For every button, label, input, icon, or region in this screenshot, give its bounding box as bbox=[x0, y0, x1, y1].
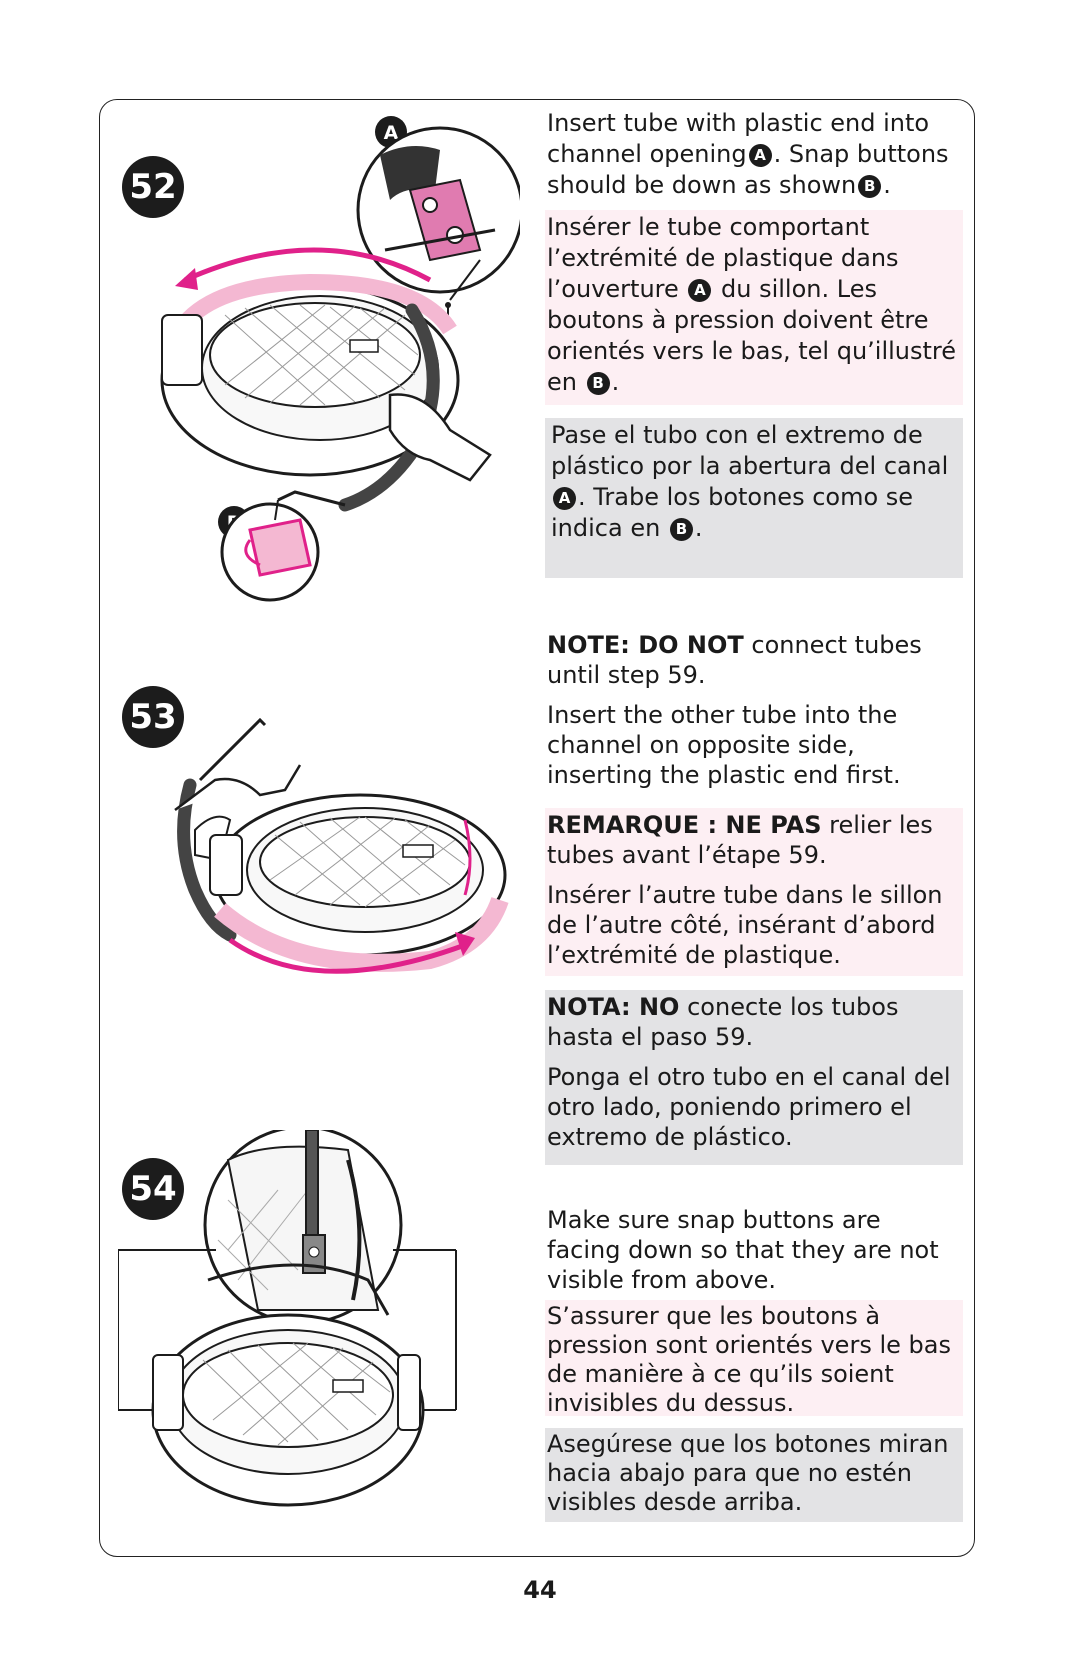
step-52-spanish: Pase el tubo con el extremo de plástico … bbox=[545, 418, 963, 578]
step-52-es-text-1: Pase el tubo con el extremo de plástico … bbox=[551, 421, 949, 480]
step-54-french: S’assurer que les boutons à pression son… bbox=[545, 1300, 963, 1417]
step-52-english: Insert tube with plastic end into channe… bbox=[545, 106, 963, 203]
callout-b-badge: B bbox=[858, 175, 882, 198]
step-53-es-note: NOTA: NO conecte los tubos hasta el paso… bbox=[547, 993, 899, 1051]
step-54-es-body: Asegúrese que los botones miran hacia ab… bbox=[547, 1430, 949, 1516]
step-52-french: Insérer le tube comportant l’extrémité d… bbox=[545, 210, 963, 405]
step-54-fr-body: S’assurer que les boutons à pression son… bbox=[547, 1302, 951, 1417]
callout-a-badge: A bbox=[748, 144, 772, 167]
step-52-es-text-3: . bbox=[694, 514, 703, 542]
step-53-number: 53 bbox=[122, 686, 184, 748]
step-52-illustration: A B bbox=[160, 116, 520, 602]
step-52-en-text-1: Insert tube with plastic end into channe… bbox=[547, 109, 930, 168]
step-52-es-text-2: . Trabe los botones como se indica en bbox=[551, 483, 914, 542]
page-number: 44 bbox=[523, 1576, 557, 1604]
step-54-en-body: Make sure snap buttons are facing down s… bbox=[547, 1206, 939, 1294]
page-frame bbox=[99, 99, 975, 1557]
step-53-fr-note: REMARQUE : NE PAS relier les tubes avant… bbox=[547, 811, 933, 869]
step-52-en-text-3: . bbox=[883, 171, 891, 199]
step-52-fr-text-2: du sillon. Les boutons à pression doiven… bbox=[547, 275, 957, 396]
step-54-spanish: Asegúrese que los botones miran hacia ab… bbox=[545, 1428, 963, 1522]
callout-b-badge: B bbox=[586, 372, 610, 395]
step-53-illustration bbox=[174, 717, 509, 974]
step-53-spanish: NOTA: NO conecte los tubos hasta el paso… bbox=[545, 990, 963, 1165]
step-53-english: NOTE: DO NOT connect tubes until step 59… bbox=[545, 628, 963, 792]
callout-a-badge: A bbox=[553, 487, 576, 510]
step-52-number: 52 bbox=[122, 156, 184, 218]
step-53-french: REMARQUE : NE PAS relier les tubes avant… bbox=[545, 808, 963, 976]
step-54-number: 54 bbox=[122, 1158, 184, 1220]
step-53-en-note: NOTE: DO NOT connect tubes until step 59… bbox=[547, 631, 922, 689]
svg-text:A: A bbox=[384, 122, 399, 144]
step-54-illustration bbox=[118, 1130, 457, 1507]
step-53-fr-body: Insérer l’autre tube dans le sillon de l… bbox=[547, 881, 943, 969]
step-53-en-body: Insert the other tube into the channel o… bbox=[547, 701, 901, 789]
step-52-en-text-2: . Snap buttons should be down as shown bbox=[547, 140, 949, 199]
callout-b-badge: B bbox=[669, 518, 693, 541]
step-52-fr-text-3: . bbox=[611, 368, 620, 396]
callout-a-badge: A bbox=[688, 279, 712, 302]
step-54-english: Make sure snap buttons are facing down s… bbox=[545, 1203, 963, 1297]
step-52-fr-text-1: Insérer le tube comportant l’extrémité d… bbox=[547, 213, 899, 303]
step-53-es-body: Ponga el otro tubo en el canal del otro … bbox=[547, 1063, 951, 1151]
